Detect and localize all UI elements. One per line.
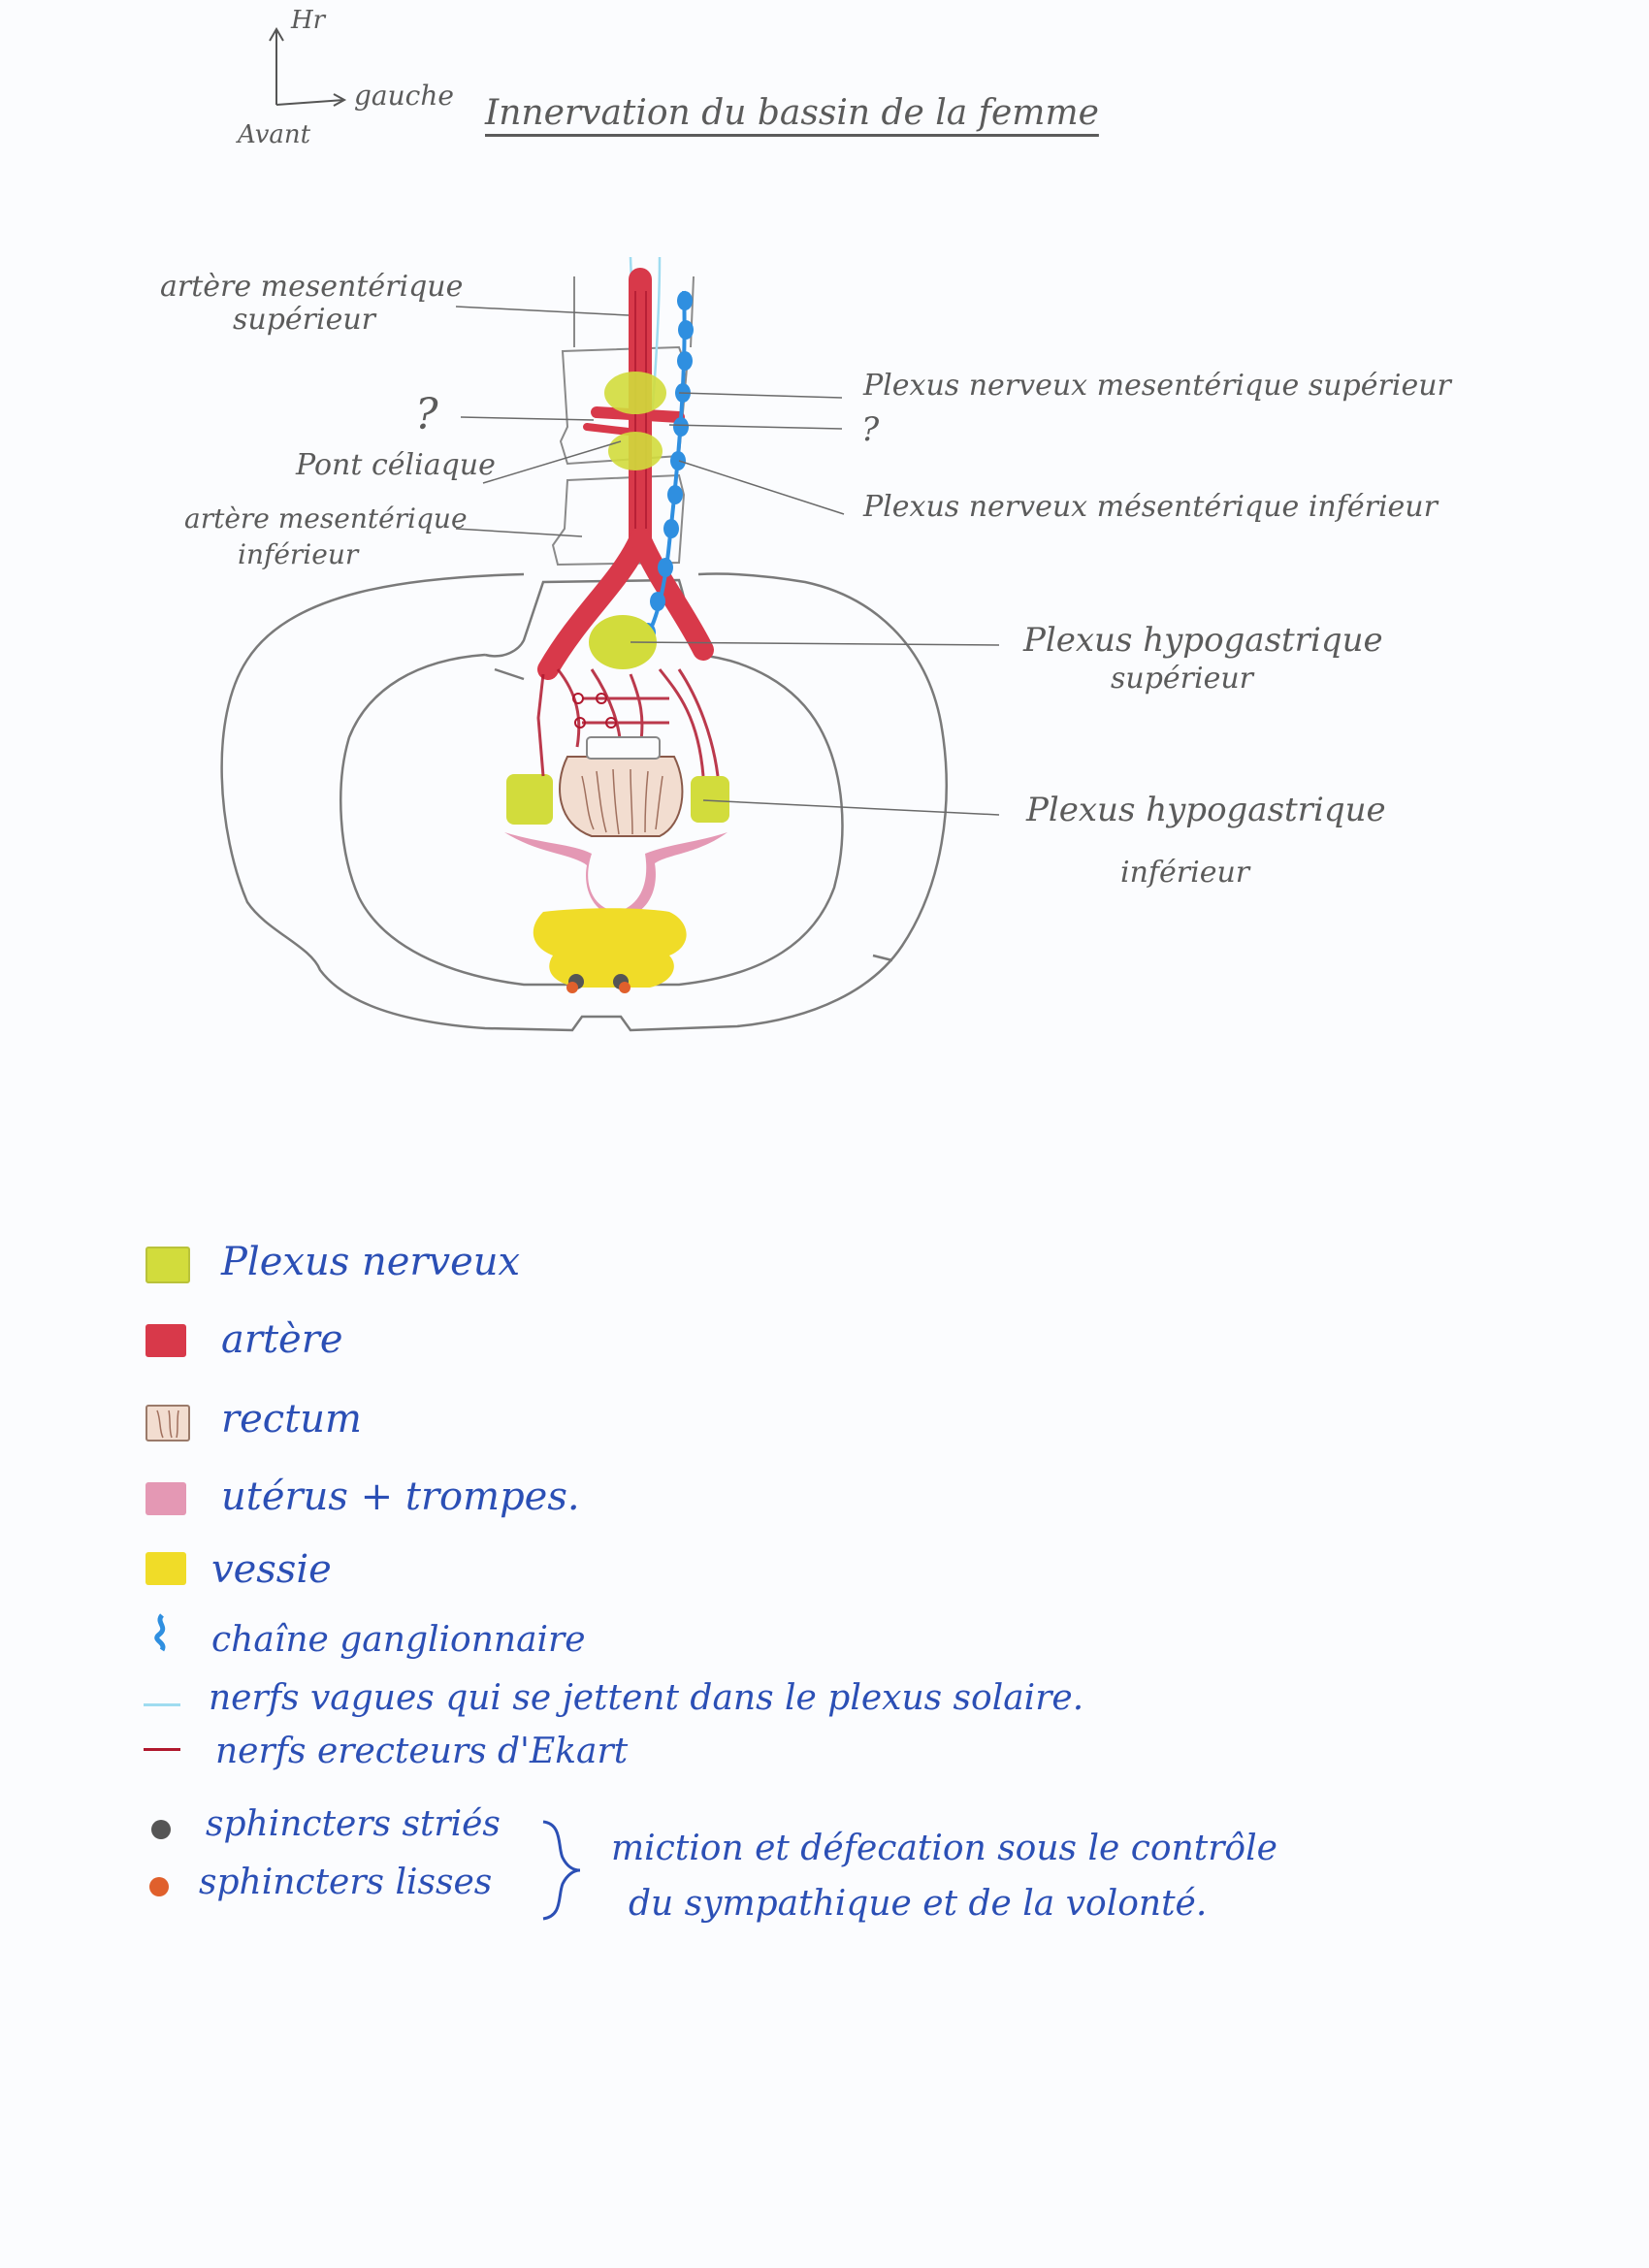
uterus-and-tubes [504,832,728,917]
ganglion [678,320,694,340]
legend-dot-striated [151,1820,171,1839]
aorta [537,268,714,680]
plexus-hypogastric-superior [589,615,657,669]
ganglion [658,558,673,577]
ganglion [650,592,665,611]
plexus-mesenteric-superior [604,372,666,414]
legend-line-erector [144,1748,180,1751]
legend-label-uterus: utérus + trompes. [221,1474,580,1519]
ganglion [670,451,686,470]
legend-label-rectum: rectum [221,1397,362,1442]
legend-dot-smooth [149,1877,169,1896]
legend-swatch-bladder [146,1552,186,1585]
axis-right-label: gauche [354,80,454,112]
ganglion [677,351,693,371]
label-plexus-mes-sup: Plexus nerveux mesentérique supérieur [863,369,1451,403]
ganglion [673,417,689,437]
sphincter-smooth-left [566,982,578,993]
ganglion [677,291,693,310]
axis-front-label: Avant [238,120,311,149]
legend-label-plexus: Plexus nerveux [221,1240,521,1284]
erector-nerve-ganglia [572,693,617,729]
rectum-hatch-icon [156,1409,179,1439]
label-plexus-mes-inf: Plexus nerveux mésentérique inférieur [863,490,1438,524]
page-title: Innervation du bassin de la femme [485,93,1099,133]
legend-swatch-artery [146,1324,186,1357]
ganglion-chain-icon [154,1613,166,1652]
legend-label-erector: nerfs erecteurs d'Ekart [215,1732,629,1771]
bladder [533,908,687,988]
legend-swatch-uterus [146,1482,186,1515]
label-artery-mes-sup-2: supérieur [233,303,376,337]
ganglion-chain [638,290,694,647]
label-plexus-hypo-sup-2: supérieur [1111,662,1254,696]
rectum [559,736,684,837]
label-pont-celiaque: Pont céliaque [296,448,496,482]
axis-up-label: Hr [291,6,326,35]
label-question-1: ? [415,390,438,439]
ganglion [667,485,683,504]
legend-brace [542,1820,581,1921]
legend-label-smooth: sphincters lisses [199,1863,493,1902]
legend-label-vagus: nerfs vagues qui se jettent dans le plex… [209,1678,1084,1718]
legend-note-line-1: miction et défecation sous le contrôle [611,1829,1277,1868]
orientation-axes [269,27,347,107]
plexus-hypogastric-inferior-right [691,776,729,823]
legend-label-artery: artère [221,1317,343,1362]
label-artery-mes-inf-1: artère mesentérique [184,502,468,535]
label-plexus-hypo-inf-1: Plexus hypogastrique [1026,791,1386,829]
legend-label-striated: sphincters striés [206,1804,501,1844]
legend-note-line-2: du sympathique et de la volonté. [629,1884,1208,1924]
label-plexus-hypo-sup-1: Plexus hypogastrique [1023,621,1383,660]
legend-label-chain: chaîne ganglionnaire [211,1620,586,1660]
label-plexus-hypo-inf-2: inférieur [1120,856,1250,890]
legend-swatch-plexus [146,1247,190,1283]
label-artery-mes-inf-2: inférieur [238,538,359,570]
legend-swatch-rectum [146,1405,190,1442]
sphincter-smooth-right [619,982,630,993]
leader-lines [455,306,1000,816]
legend-line-vagus [144,1703,180,1706]
ganglion [663,519,679,538]
label-artery-mes-sup-1: artère mesentérique [160,270,464,304]
label-question-2: ? [861,410,880,449]
plexus-mesenteric-inferior [608,432,663,470]
plexus-hypogastric-inferior-left [506,774,553,825]
legend-label-bladder: vessie [211,1547,332,1592]
